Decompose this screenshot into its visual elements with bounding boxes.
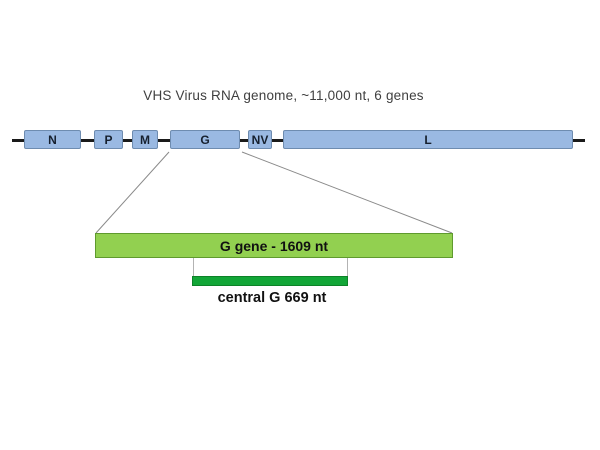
gene-box-nv: NV (248, 130, 272, 149)
gene-label-p: P (104, 132, 113, 147)
gene-box-n: N (24, 130, 81, 149)
gene-label-nv: NV (251, 132, 269, 147)
gene-box-l: L (283, 130, 573, 149)
gene-box-m: M (132, 130, 158, 149)
zoom-connector-right (241, 151, 453, 234)
gene-label-n: N (48, 132, 57, 147)
gene-label-m: M (140, 132, 150, 147)
diagram-title: VHS Virus RNA genome, ~11,000 nt, 6 gene… (143, 88, 424, 103)
gene-label-l: L (424, 132, 432, 147)
central-g-bar (192, 276, 348, 286)
central-bracket-left-line (193, 258, 194, 276)
gene-box-g: G (170, 130, 240, 149)
g-gene-bar: G gene - 1609 nt (95, 233, 453, 258)
central-bracket-right-line (347, 258, 348, 276)
zoom-connector-left (95, 151, 170, 234)
gene-label-g: G (200, 132, 210, 147)
central-g-label: central G 669 nt (217, 290, 327, 306)
g-gene-label: G gene - 1609 nt (219, 237, 329, 254)
gene-box-p: P (94, 130, 123, 149)
